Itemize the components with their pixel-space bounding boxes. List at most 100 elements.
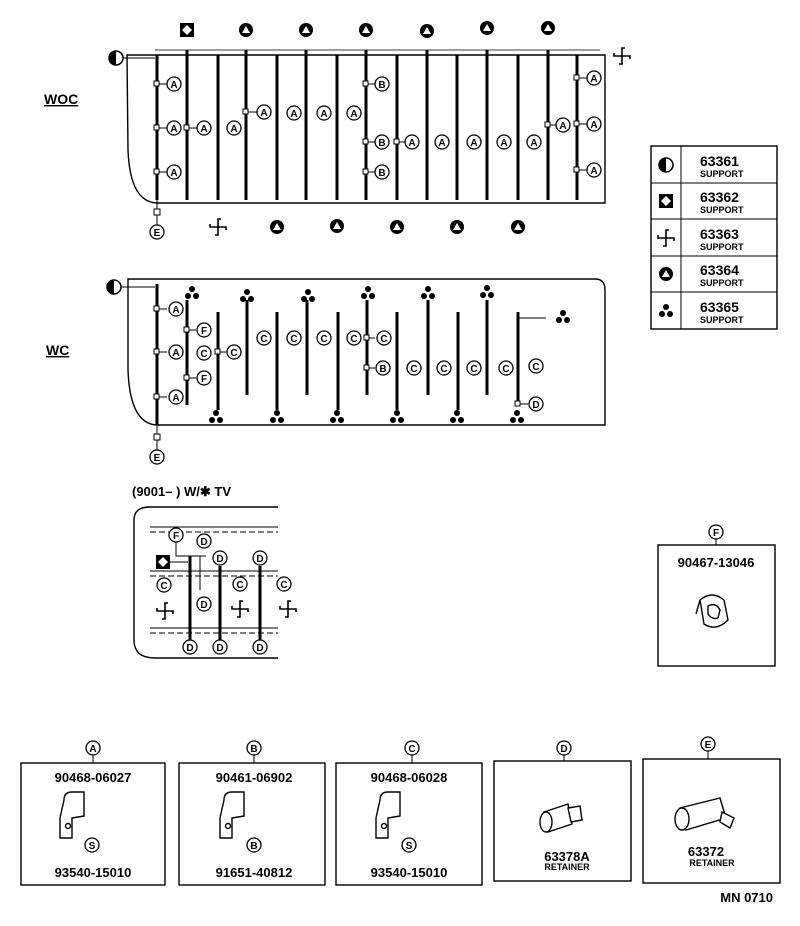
callout-a: A xyxy=(172,348,179,359)
tv-callouts: F D D D C C C D D D D xyxy=(156,527,292,655)
callout-c: C xyxy=(440,364,447,375)
triangle-icon xyxy=(541,21,555,35)
detail-e: E 63372 RETAINER xyxy=(642,736,781,884)
callout-a: A xyxy=(200,124,207,135)
callout-a: A xyxy=(590,166,597,177)
detail-b-sub: B xyxy=(250,841,257,852)
retainer-d-icon xyxy=(539,803,583,833)
triangle-icon xyxy=(299,23,313,37)
callout-d: D xyxy=(186,643,193,654)
bracket-b-icon xyxy=(219,791,245,839)
callout-a: A xyxy=(590,120,597,131)
legend-name: SUPPORT xyxy=(700,315,744,325)
callout-a: A xyxy=(260,108,267,119)
callout-a: A xyxy=(559,121,566,132)
three-dots-icon xyxy=(330,410,344,423)
callout-a: A xyxy=(290,109,297,120)
half-circle-icon xyxy=(106,279,122,295)
callout-a: A xyxy=(350,109,357,120)
callout-c: C xyxy=(502,364,509,375)
pinwheel-icon xyxy=(279,600,297,618)
detail-b-part-top: 90461-06902 xyxy=(216,770,293,785)
diamond-icon xyxy=(659,194,673,208)
half-circle-icon xyxy=(108,50,124,66)
wc-callouts: A A A F F C C C C C C C B C C C C C D xyxy=(168,301,544,412)
triangle-icon xyxy=(359,23,373,37)
callout-f: F xyxy=(173,531,179,542)
legend-part: 63364 xyxy=(700,262,739,278)
callout-a: A xyxy=(408,138,415,149)
callout-d: D xyxy=(200,600,207,611)
wc-panel: WC xyxy=(46,278,606,465)
callout-f: F xyxy=(201,326,207,337)
callout-c: C xyxy=(320,334,327,345)
detail-e-part: 63372 xyxy=(688,844,724,859)
detail-d: D 63378A RETAINER xyxy=(493,740,632,882)
triangle-icon xyxy=(420,24,434,38)
detail-a: A 90468-06027 93540-15010 S xyxy=(20,740,166,886)
three-dots-icon xyxy=(421,286,435,299)
three-dots-icon xyxy=(390,410,404,423)
callout-a: A xyxy=(170,168,177,179)
triangle-icon xyxy=(659,267,673,281)
triangle-icon xyxy=(511,220,525,234)
three-dots-icon xyxy=(480,285,494,298)
callout-c: C xyxy=(410,364,417,375)
detail-a-part-bottom: 93540-15010 xyxy=(55,865,132,880)
detail-c-part-top: 90468-06028 xyxy=(371,770,448,785)
clip-f-icon xyxy=(695,594,729,628)
detail-d-name: RETAINER xyxy=(544,862,590,872)
three-dots-icon xyxy=(510,410,524,423)
detail-f-letter: F xyxy=(713,528,719,539)
callout-a: A xyxy=(500,138,507,149)
triangle-icon xyxy=(270,220,284,234)
three-dots-icon xyxy=(450,410,464,423)
pinwheel-icon xyxy=(209,218,227,236)
detail-b-letter: B xyxy=(250,744,257,755)
three-dots-icon xyxy=(270,410,284,423)
footer-code: MN 0710 xyxy=(720,890,773,905)
legend-part: 63361 xyxy=(700,153,739,169)
callout-d: D xyxy=(200,537,207,548)
callout-d: D xyxy=(216,643,223,654)
callout-c: C xyxy=(290,334,297,345)
wc-label: WC xyxy=(46,342,69,358)
callout-c: C xyxy=(350,334,357,345)
callout-d: D xyxy=(256,643,263,654)
callout-a: A xyxy=(320,109,327,120)
tv-subdiagram: (9001– ) W/✱ TV F D D D C C xyxy=(132,484,297,659)
callout-a: A xyxy=(530,138,537,149)
legend-name: SUPPORT xyxy=(700,278,744,288)
pinwheel-icon xyxy=(156,602,174,620)
bracket-c-icon xyxy=(375,791,401,839)
legend-part: 63362 xyxy=(700,189,739,205)
callout-e: E xyxy=(154,228,161,239)
legend-part: 63363 xyxy=(700,226,739,242)
callout-c: C xyxy=(280,580,287,591)
detail-a-letter: A xyxy=(89,744,96,755)
three-dots-icon xyxy=(209,410,223,423)
three-dots-icon xyxy=(556,310,570,323)
detail-f-part: 90467-13046 xyxy=(678,555,755,570)
callout-f: F xyxy=(201,374,207,385)
callout-a: A xyxy=(438,138,445,149)
detail-c-letter: C xyxy=(408,744,415,755)
callout-c: C xyxy=(160,581,167,592)
callout-c: C xyxy=(532,362,539,373)
detail-e-letter: E xyxy=(705,740,712,751)
woc-a-callouts: A A A A A A A A A A A A A A A A A A B B … xyxy=(166,70,602,180)
callout-a: A xyxy=(590,74,597,85)
diamond-icon xyxy=(180,23,194,37)
callout-c: C xyxy=(230,348,237,359)
callout-a: A xyxy=(172,305,179,316)
triangle-icon xyxy=(450,220,464,234)
callout-a: A xyxy=(172,393,179,404)
callout-c: C xyxy=(470,364,477,375)
callout-d: D xyxy=(532,400,539,411)
legend-part: 63365 xyxy=(700,299,739,315)
detail-e-name: RETAINER xyxy=(689,858,735,868)
callout-a: A xyxy=(170,80,177,91)
bracket-a-icon xyxy=(59,791,85,839)
callout-b: B xyxy=(379,364,386,375)
